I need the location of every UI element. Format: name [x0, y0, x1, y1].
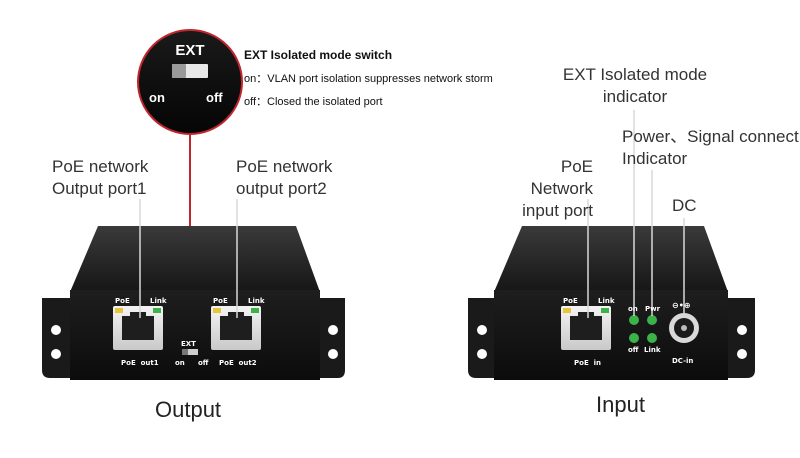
- switch-on-label: on: [175, 359, 185, 367]
- led-pwr-label: Pwr: [645, 305, 661, 313]
- port2-name-label: PoE out2: [219, 359, 257, 367]
- input-port-callout-label: PoE Network input port: [497, 156, 593, 222]
- port1-poe-led-label: PoE: [115, 297, 130, 305]
- zoom-off-label: off: [206, 90, 223, 105]
- output-device: [42, 226, 345, 380]
- port1-name-label: PoE out1: [121, 359, 159, 367]
- input-caption: Input: [596, 392, 645, 417]
- led-link-label: Link: [644, 346, 661, 354]
- dc-in-label: DC-in: [672, 357, 694, 365]
- dc-callout-label: DC: [672, 196, 697, 215]
- port2-callout-line1: PoE network: [236, 157, 333, 176]
- input-callout-line2: input port: [522, 201, 593, 220]
- port2-callout-label: PoE network output port2: [236, 156, 332, 200]
- port1-callout-label: PoE network Output port1: [52, 156, 148, 200]
- switch-title-label: EXT: [181, 340, 196, 348]
- zoom-title: EXT: [175, 42, 205, 59]
- ext-note-off: off：Closed the isolated port: [244, 96, 383, 108]
- input-device: [468, 226, 755, 380]
- port2-link-led-label: Link: [248, 297, 265, 305]
- input-poe-led-label: PoE: [563, 297, 578, 305]
- input-port-name-label: PoE in: [574, 359, 601, 367]
- output-caption: Output: [155, 397, 222, 422]
- ext-zoom-circle: [137, 29, 243, 135]
- power-callout-line2: Indicator: [622, 149, 688, 168]
- input-callout-line1: PoE Network: [530, 157, 593, 198]
- ext-note-on: on：VLAN port isolation suppresses networ…: [244, 73, 493, 85]
- power-indicator-callout-label: Power、Signal connect Indicator: [622, 126, 799, 170]
- port1-link-led-label: Link: [150, 297, 167, 305]
- port1-callout-line1: PoE network: [52, 157, 149, 176]
- port1-callout-line2: Output port1: [52, 179, 147, 198]
- input-link-led-label: Link: [598, 297, 615, 305]
- power-callout-line1: Power、Signal connect: [622, 127, 799, 146]
- ext-indicator-callout-label: EXT Isolated mode indicator: [560, 64, 710, 108]
- led-on-label: on: [628, 305, 638, 313]
- port2-poe-led-label: PoE: [213, 297, 228, 305]
- zoom-on-label: on: [149, 90, 165, 105]
- dc-symbol: ⊖•⊕: [672, 301, 691, 310]
- ext-indicator-callout-line2: indicator: [602, 87, 668, 106]
- switch-off-label: off: [198, 359, 209, 367]
- port2-callout-line2: output port2: [236, 179, 327, 198]
- ext-indicator-callout-line1: EXT Isolated mode: [562, 65, 708, 84]
- led-off-label: off: [628, 346, 639, 354]
- ext-note-title: EXT Isolated mode switch: [244, 48, 393, 62]
